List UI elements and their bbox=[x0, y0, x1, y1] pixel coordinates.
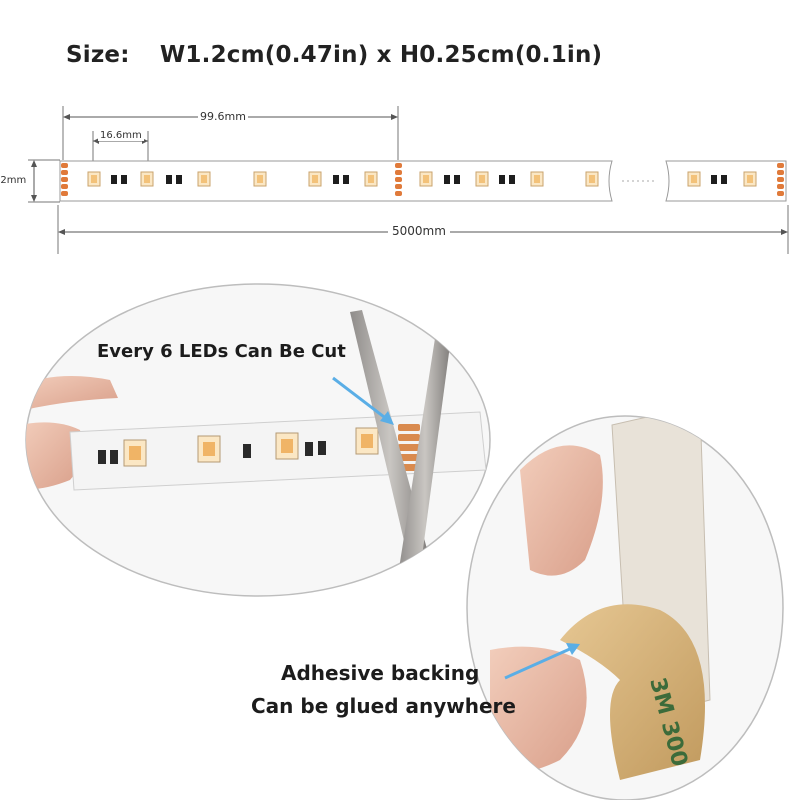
cut-callout: Every 6 LEDs Can Be Cut bbox=[97, 341, 346, 362]
copper-pads bbox=[61, 163, 784, 196]
adhesive-arrow bbox=[504, 646, 573, 680]
finger-top bbox=[26, 376, 118, 410]
size-value: W1.2cm(0.47in) x H0.25cm(0.1in) bbox=[159, 42, 603, 68]
led-chips bbox=[87, 171, 757, 187]
photo-adhesive-backing: 3M 300 bbox=[466, 415, 784, 800]
dim-label-cut: 99.6mm bbox=[198, 110, 248, 123]
dim-label-width: 12mm bbox=[0, 175, 27, 186]
thumb bbox=[26, 422, 83, 489]
adhesive-callout-line1: Adhesive backing bbox=[281, 661, 480, 685]
dim-label-pitch: 16.6mm bbox=[98, 130, 144, 141]
cut-arrow bbox=[332, 376, 389, 422]
size-spec: Size: W1.2cm(0.47in) x H0.25cm(0.1in) bbox=[66, 42, 602, 68]
finger-upper bbox=[520, 445, 603, 576]
adhesive-liner bbox=[560, 604, 705, 780]
finger-lower bbox=[490, 646, 587, 774]
scissor-blade-front bbox=[398, 330, 452, 575]
dim-label-total: 5000mm bbox=[388, 224, 450, 238]
strip-drawing bbox=[59, 160, 787, 202]
photo-cutting-strip bbox=[25, 283, 491, 597]
size-label: Size: bbox=[66, 42, 130, 68]
adhesive-callout-line2: Can be glued anywhere bbox=[251, 694, 516, 718]
